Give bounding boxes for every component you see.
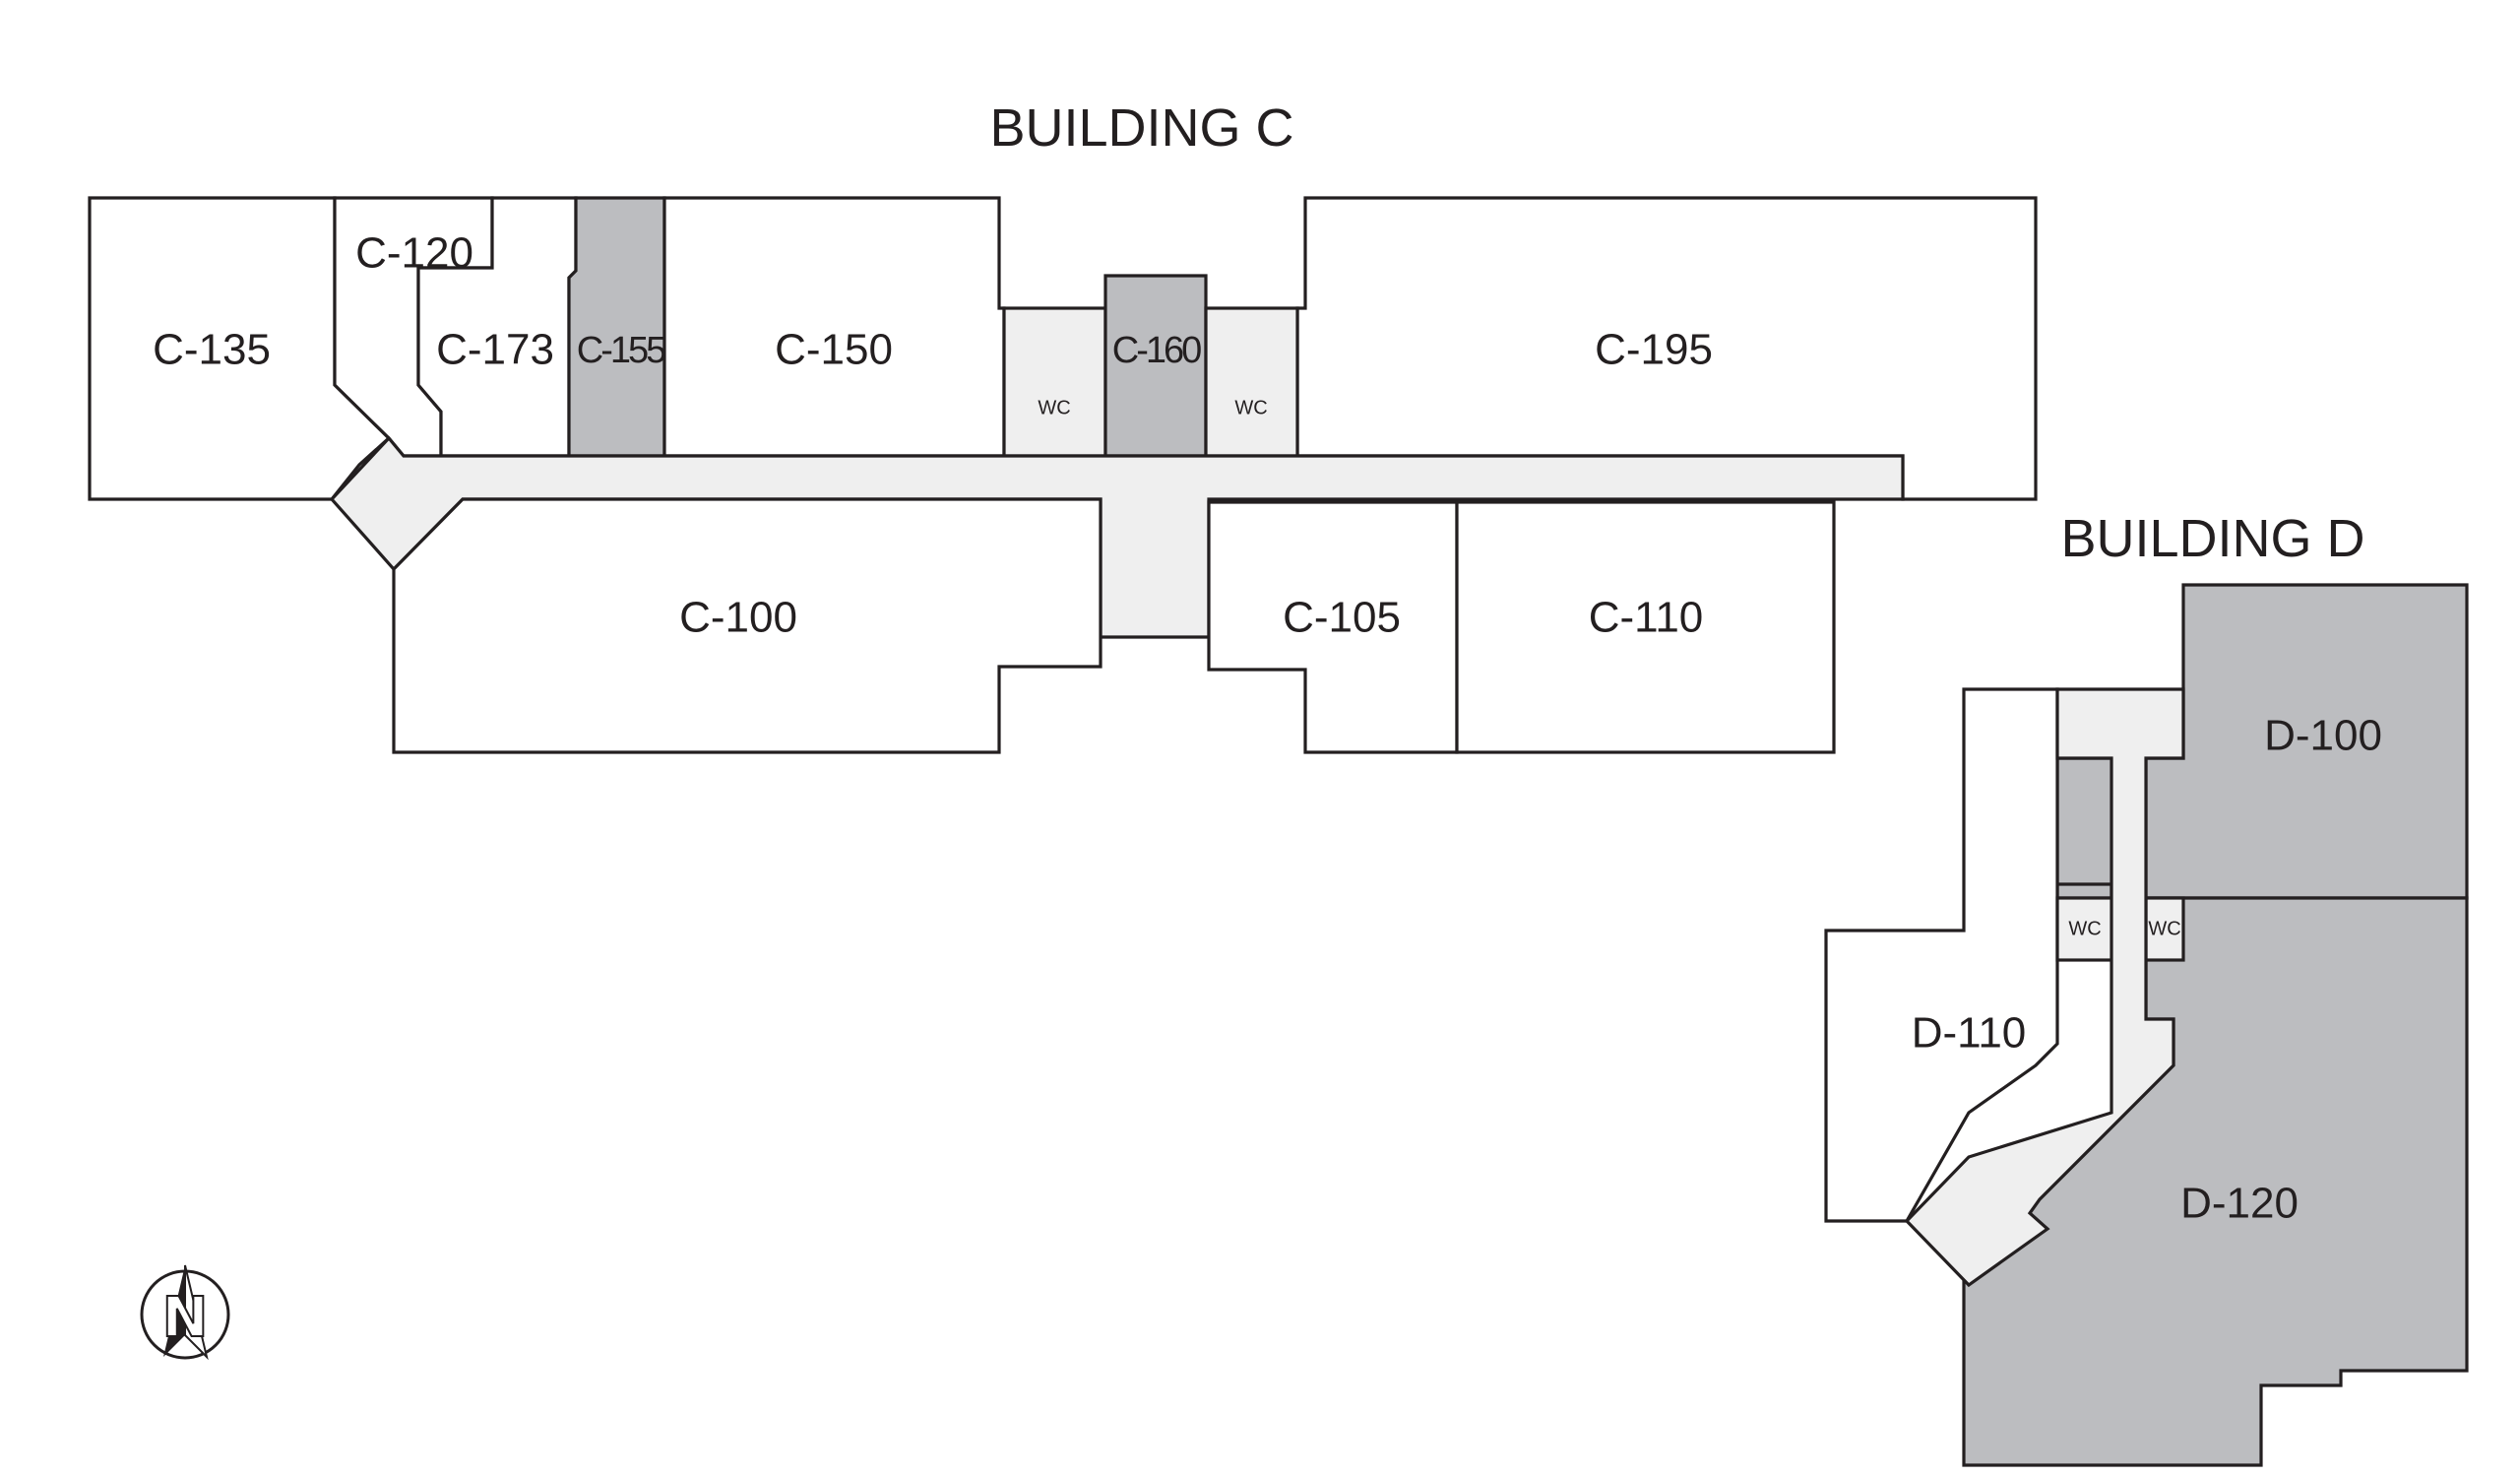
room-c-155[interactable] bbox=[567, 196, 666, 458]
room-label-d-100: D-100 bbox=[2264, 712, 2382, 760]
room-label-c-155: C-155 bbox=[577, 330, 665, 371]
room-label-c-135: C-135 bbox=[153, 326, 271, 374]
north-arrow-icon: N bbox=[140, 1264, 230, 1361]
restroom-label: WC bbox=[2068, 918, 2101, 939]
restroom-wc-west[interactable] bbox=[1002, 306, 1107, 458]
room-label-c-100: C-100 bbox=[679, 594, 797, 642]
room-label-c-150: C-150 bbox=[775, 326, 893, 374]
room-label-d-110: D-110 bbox=[1912, 1009, 2027, 1058]
room-c-100[interactable] bbox=[392, 497, 1102, 754]
room-d-110[interactable] bbox=[1824, 687, 2059, 1223]
restroom-wc-east[interactable] bbox=[1204, 306, 1299, 458]
room-label-c-195: C-195 bbox=[1595, 326, 1713, 374]
room-label-c-110: C-110 bbox=[1589, 594, 1704, 642]
restroom-label: WC bbox=[2148, 918, 2180, 939]
room-label-c-173: C-173 bbox=[436, 326, 554, 374]
room-c-110[interactable] bbox=[1455, 500, 1836, 754]
room-label-d-120: D-120 bbox=[2180, 1180, 2299, 1228]
restroom-label: WC bbox=[1234, 397, 1267, 418]
room-label-c-160: C-160 bbox=[1112, 330, 1201, 371]
restroom-label: WC bbox=[1038, 397, 1070, 418]
building-c: BUILDING C C-135 C-120 C-173 C-155 C-150… bbox=[88, 98, 2038, 754]
compass-letter: N bbox=[162, 1286, 209, 1350]
room-label-c-120: C-120 bbox=[355, 229, 473, 278]
building-d: BUILDING D D-100 D-110 D-120 WC WC bbox=[1824, 509, 2469, 1467]
corridor-building-d[interactable] bbox=[1904, 687, 2185, 1288]
room-label-c-105: C-105 bbox=[1283, 594, 1401, 642]
building-d-title: BUILDING D bbox=[2060, 509, 2364, 568]
building-c-title: BUILDING C bbox=[989, 98, 1293, 158]
